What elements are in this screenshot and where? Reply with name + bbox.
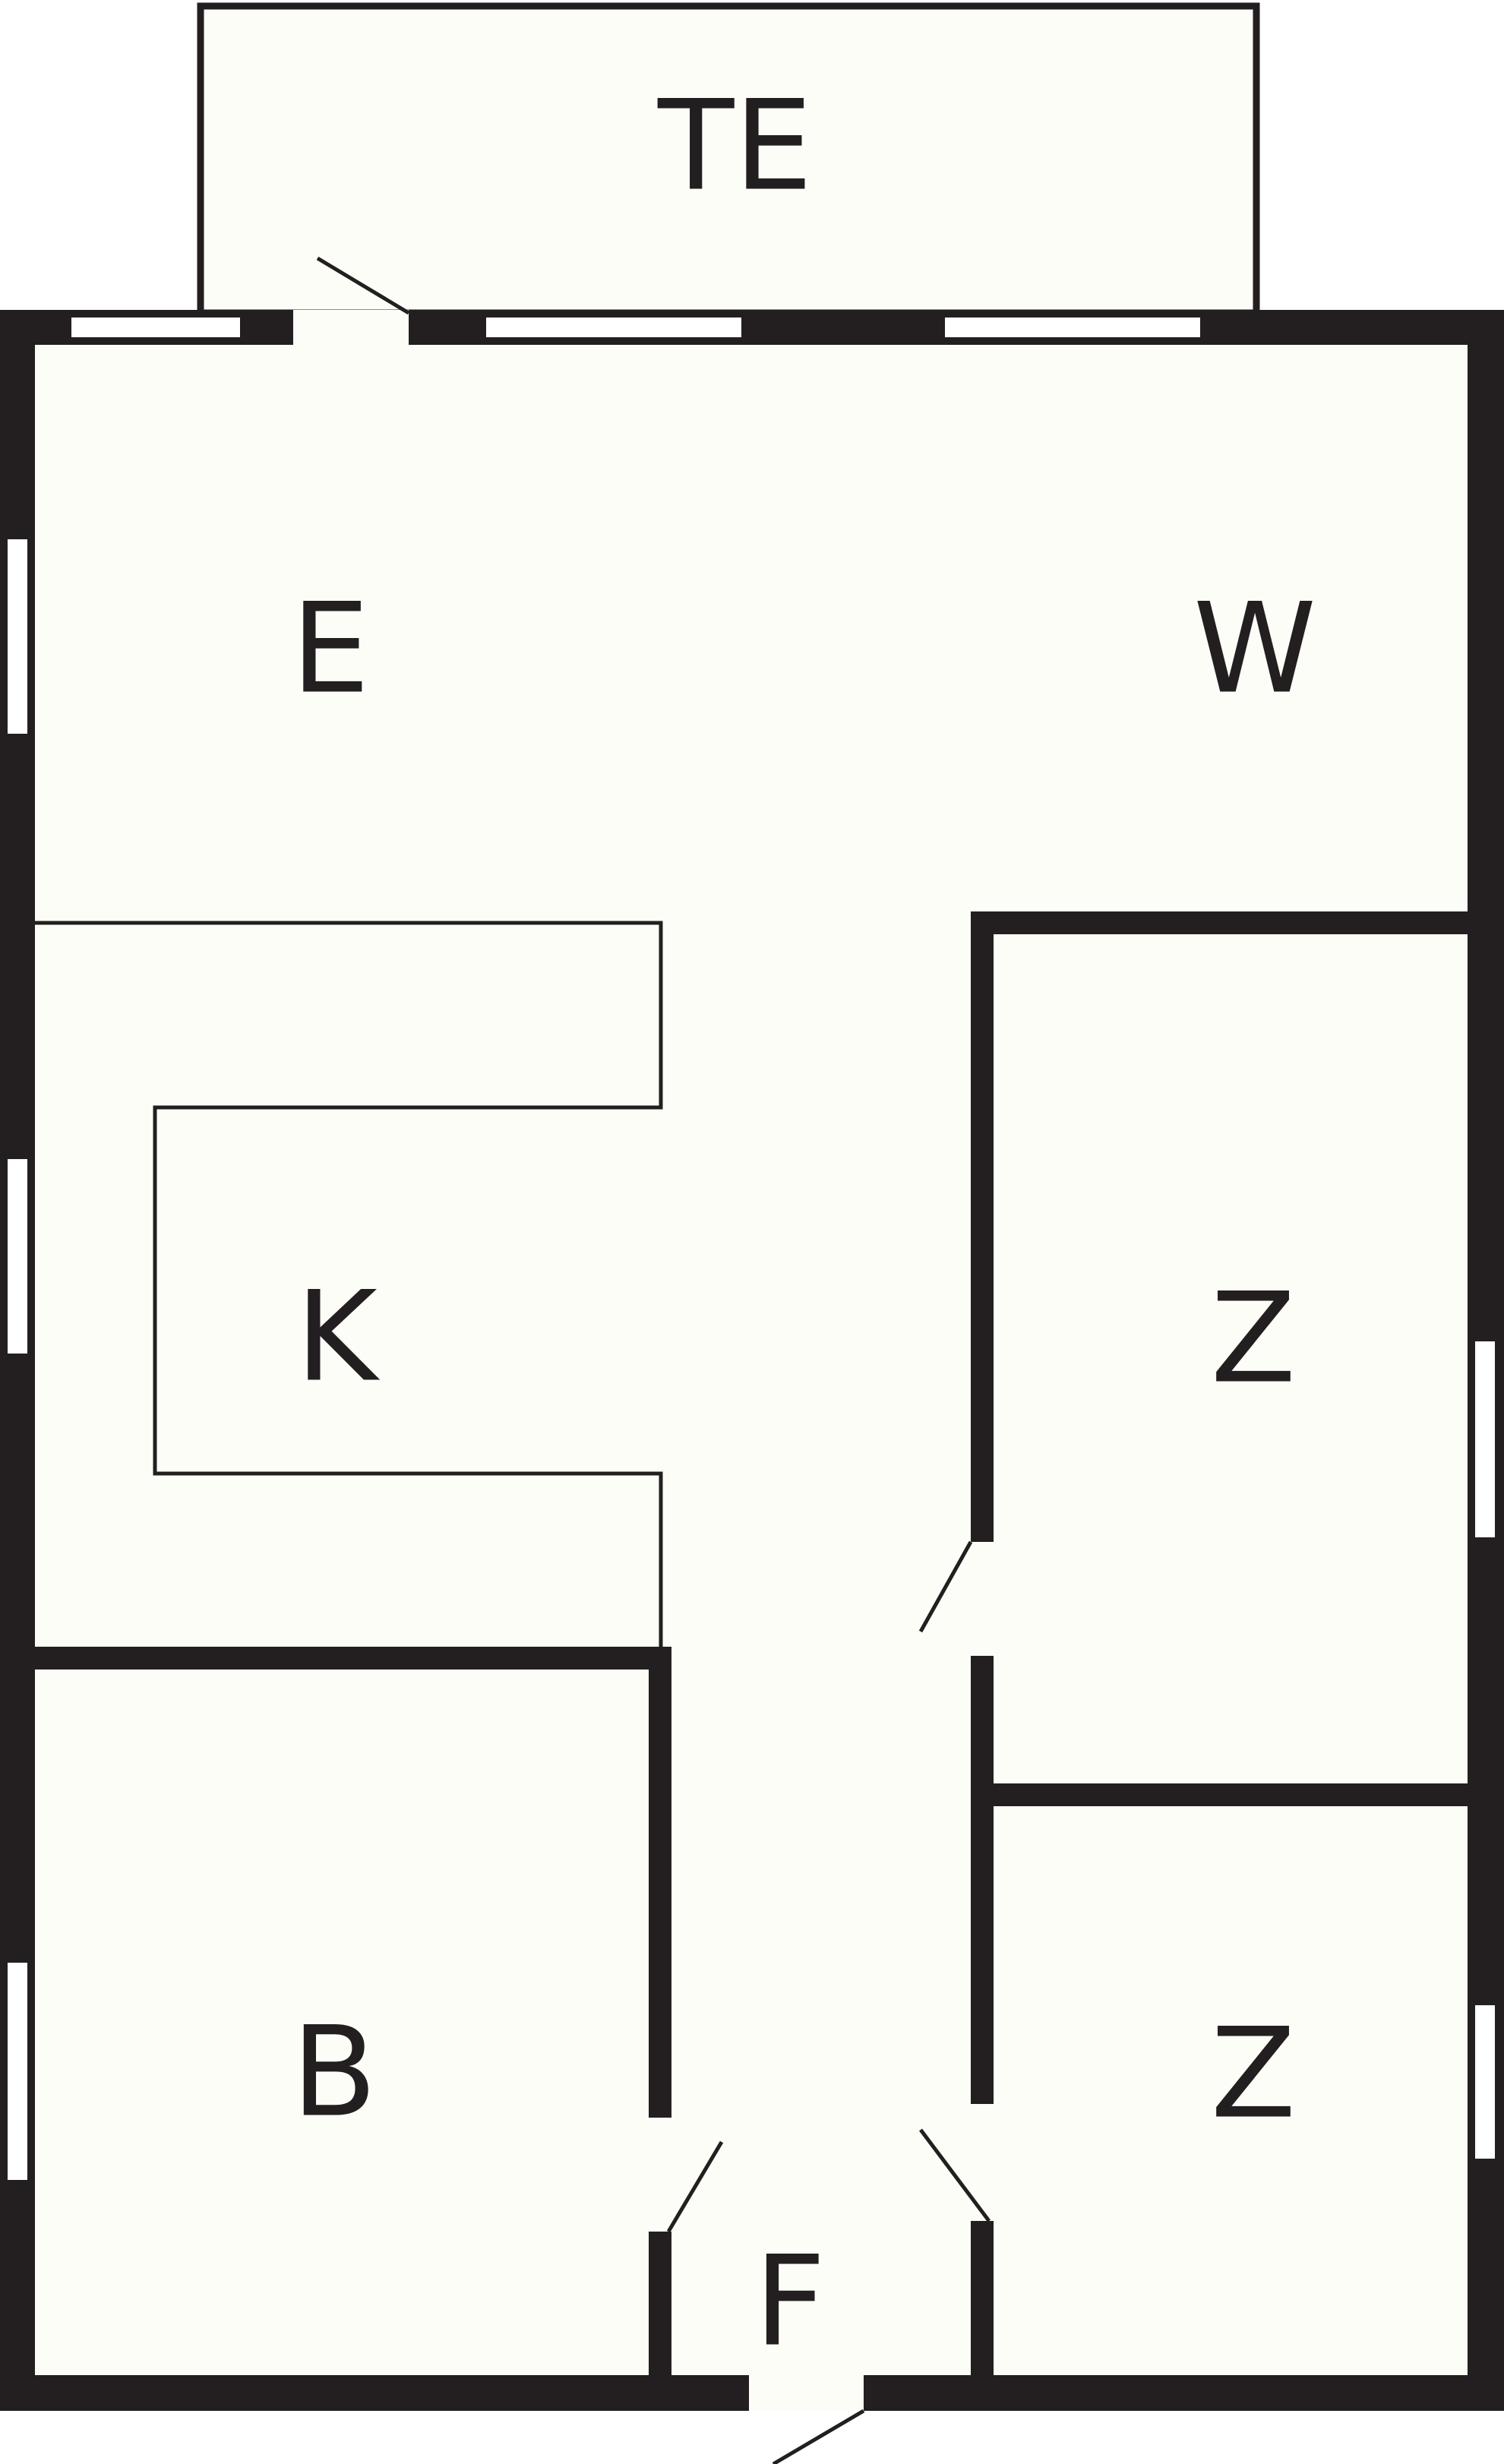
wall-bathroom-right-lower [649,2232,671,2375]
room-label-bathroom: B [292,2000,378,2145]
wall-corridor-right-lower [971,2221,994,2375]
kitchen-counter [35,921,663,1647]
window [1475,1341,1495,1537]
interior-walls [35,911,1468,2375]
wall-corridor-right-upper [971,911,994,1542]
door-room-lower-right [919,2128,991,2222]
interior-floor [0,310,1504,2411]
window [1475,2005,1495,2159]
door-room-upper-right [918,1540,973,1633]
wall-bathroom-top [35,1647,671,1670]
wall-corridor-right-middle [971,1656,994,2104]
windows [8,317,1495,2180]
doors [316,256,991,2464]
window [71,317,240,337]
room-label-dining: E [291,577,370,722]
window [8,1963,27,2180]
room-label-room-lower-right: Z [1211,2001,1296,2147]
window [8,539,27,734]
room-label-terrace: TE [657,74,813,219]
room-label-kitchen: K [295,1265,380,1410]
wall-room-divider [994,1783,1468,1806]
terrace-area [197,2,1260,317]
door-entrance [772,2409,865,2464]
room-label-room-upper-right: Z [1211,1266,1296,1411]
window [8,1159,27,1354]
wall-bathroom-right-upper [649,1647,671,2118]
window [945,317,1200,337]
door-bathroom [666,2140,724,2233]
room-label-hallway: F [754,2229,826,2374]
outer-walls [0,310,1504,2411]
wall-living-room-bottom [971,911,1468,934]
room-label-living: W [1193,577,1316,722]
door-terrace [316,256,410,315]
window [486,317,741,337]
